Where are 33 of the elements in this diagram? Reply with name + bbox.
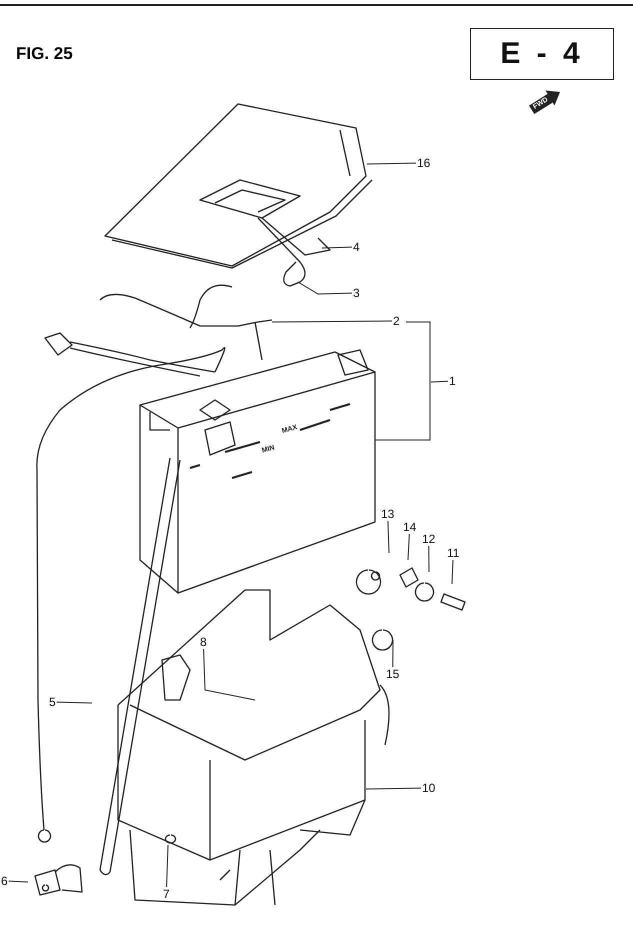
figure-title: FIG. 25 xyxy=(16,44,73,64)
callout-number: 16 xyxy=(416,156,432,170)
callout-number: 13 xyxy=(380,507,396,521)
leader-line xyxy=(298,282,352,294)
callout-number: 7 xyxy=(162,887,171,901)
leader-line xyxy=(166,844,168,888)
callout-number: 10 xyxy=(421,781,436,795)
callout-number: 3 xyxy=(352,286,361,300)
leader-line xyxy=(452,560,454,584)
callout-number: 1 xyxy=(448,374,457,388)
leader-line xyxy=(203,648,256,700)
callout-number: 8 xyxy=(199,635,208,649)
callout-number: 12 xyxy=(421,532,436,546)
leader-line xyxy=(387,520,390,554)
leader-line xyxy=(8,880,28,882)
leader-line xyxy=(322,246,352,248)
section-code: E - 4 xyxy=(500,37,584,71)
callout-number: 11 xyxy=(446,546,460,560)
leader-line xyxy=(366,162,416,164)
callout-number: 14 xyxy=(402,520,418,534)
callout-number: 15 xyxy=(385,667,400,681)
section-box xyxy=(470,28,614,80)
callout-number: 4 xyxy=(352,240,361,254)
callout-number: 5 xyxy=(48,695,57,709)
callout-number: 2 xyxy=(392,314,401,328)
leader-line xyxy=(366,788,422,790)
leader-line xyxy=(392,640,394,668)
leader-line xyxy=(56,702,92,704)
leader-line xyxy=(430,380,448,382)
leader-line xyxy=(428,546,430,572)
leader-line xyxy=(272,320,392,322)
leader-line xyxy=(408,534,410,560)
callout-number: 6 xyxy=(0,874,9,888)
